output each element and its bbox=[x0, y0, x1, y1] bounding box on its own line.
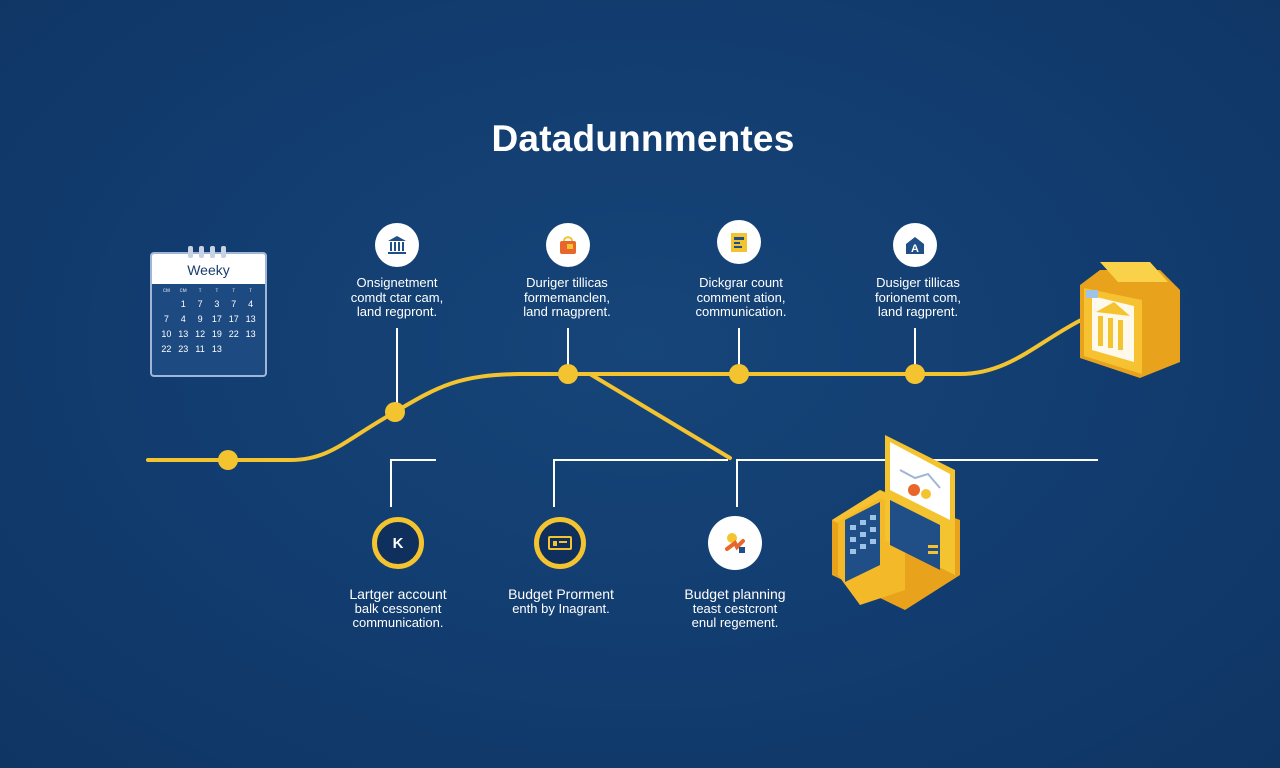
calendar-day: 3 bbox=[214, 299, 220, 309]
calendar-day: 13 bbox=[245, 314, 256, 324]
calendar-day-of-week: ᴄᴍ bbox=[162, 288, 170, 294]
timeline-path bbox=[146, 316, 1087, 462]
connector-bottom-2 bbox=[553, 459, 728, 507]
top-node-1-icon-badge bbox=[375, 223, 419, 267]
letter-k-icon: K bbox=[393, 535, 404, 552]
calendar-rings-icon bbox=[188, 245, 232, 263]
calendar-day: 22 bbox=[161, 344, 172, 354]
timeline-node-2 bbox=[385, 402, 405, 422]
connector-bottom-3 bbox=[736, 459, 1098, 507]
bank-icon bbox=[388, 236, 406, 254]
calendar-day-of-week: ᴛ bbox=[249, 288, 252, 294]
tools-icon bbox=[725, 533, 745, 553]
timeline-node-5 bbox=[905, 364, 925, 384]
calendar-day-of-week: ᴛ bbox=[198, 288, 202, 294]
calendar-day: 13 bbox=[245, 329, 256, 339]
calendar-title: Weeky bbox=[152, 254, 265, 284]
calendar-day: 12 bbox=[195, 329, 206, 339]
calendar-day bbox=[225, 344, 242, 354]
calendar-day-of-week: ᴛ bbox=[215, 288, 219, 294]
timeline-node-4 bbox=[729, 364, 749, 384]
calendar-day: 17 bbox=[211, 314, 222, 324]
timeline-branch bbox=[588, 372, 732, 460]
timeline-node-3 bbox=[558, 364, 578, 384]
calendar-day: 1 bbox=[180, 299, 186, 309]
calendar-day: 17 bbox=[228, 314, 239, 324]
calendar-day: 7 bbox=[163, 314, 169, 324]
svg-text:K: K bbox=[393, 535, 404, 552]
computer-illustration bbox=[832, 435, 960, 610]
connector-bottom-1 bbox=[390, 459, 436, 507]
top-node-2-icon-badge bbox=[546, 223, 590, 267]
calendar-day: 11 bbox=[195, 344, 205, 354]
calendar-day: 7 bbox=[197, 299, 203, 309]
timeline-node-1 bbox=[218, 450, 238, 470]
calendar-day: 7 bbox=[231, 299, 237, 309]
letter-a-icon: A bbox=[906, 237, 924, 255]
top-node-3-icon-badge bbox=[717, 220, 761, 264]
page-title: Datadunnmentes bbox=[491, 118, 795, 159]
document-icon bbox=[731, 233, 747, 252]
calendar-day: 9 bbox=[197, 314, 203, 324]
calendar-day: 23 bbox=[178, 344, 189, 354]
calendar-day: 4 bbox=[248, 299, 254, 309]
building-illustration bbox=[1080, 262, 1180, 378]
calendar-day: 13 bbox=[211, 344, 222, 354]
calendar-day: 22 bbox=[228, 329, 239, 339]
calendar-day: 19 bbox=[211, 329, 222, 339]
connector-lines bbox=[390, 328, 1098, 507]
svg-text:A: A bbox=[911, 243, 919, 255]
calendar-day bbox=[242, 344, 259, 354]
timeline-main bbox=[146, 316, 1087, 462]
calendar-day-of-week: ᴄᴍ bbox=[179, 288, 187, 294]
bottom-node-1-icon-badge: K bbox=[372, 517, 424, 569]
calendar-day: 13 bbox=[178, 329, 189, 339]
bottom-node-3-icon-badge bbox=[708, 516, 762, 570]
top-node-4-icon-badge: A bbox=[893, 223, 937, 267]
calendar-day: 4 bbox=[180, 314, 186, 324]
timeline-nodes bbox=[218, 364, 925, 470]
calendar-day-of-week: ᴛ bbox=[232, 288, 236, 294]
shopping-bag-icon bbox=[560, 236, 576, 254]
calendar-day: 10 bbox=[161, 329, 172, 339]
bottom-node-2-icon-badge bbox=[534, 517, 586, 569]
card-icon bbox=[548, 536, 572, 550]
calendar-day bbox=[158, 299, 175, 309]
